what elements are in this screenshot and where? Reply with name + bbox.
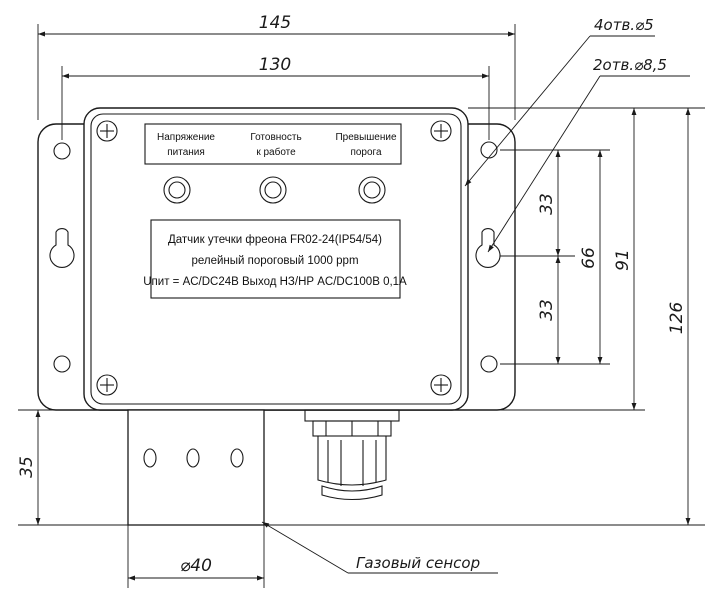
indicator-label-ready-2: к работе: [256, 146, 296, 158]
cable-gland: [304, 409, 400, 501]
led-ready: [259, 176, 287, 204]
leader-small-holes: [464, 35, 591, 187]
mount-hole-top-left: [53, 142, 71, 160]
dim-text-33-lower: 33: [537, 299, 557, 321]
housing-lid: [90, 113, 462, 405]
callout-large-holes: 2отв.⌀8,5: [593, 56, 667, 74]
nameplate-line-3: Uпит = AC/DC24B Выход НЗ/НР AC/DC100B 0,…: [143, 276, 407, 288]
dim-text-33-upper: 33: [537, 193, 557, 215]
sensor-vent-3: [230, 448, 244, 468]
screw-top-left: [96, 120, 118, 142]
indicator-label-power-2: питания: [167, 147, 205, 158]
dim-text-130: 130: [259, 55, 291, 75]
sensor-vent-2: [186, 448, 200, 468]
keyhole-slot-right: [475, 228, 501, 268]
dim-text-35: 35: [17, 456, 37, 478]
sensor-vent-1: [143, 448, 157, 468]
screw-top-right: [430, 120, 452, 142]
callout-small-holes: 4отв.⌀5: [594, 16, 654, 34]
dim-text-145: 145: [259, 13, 291, 33]
indicator-label-ready-1: Готовность: [250, 132, 301, 143]
led-power: [163, 176, 191, 204]
indicator-label-threshold-2: порога: [350, 147, 382, 158]
keyhole-slot-left: [49, 228, 75, 268]
callout-gas-sensor: Газовый сенсор: [356, 554, 480, 572]
dim-text-91: 91: [613, 249, 633, 271]
led-threshold: [358, 176, 386, 204]
indicator-label-power-1: Напряжение: [157, 132, 215, 143]
mount-hole-bottom-right: [480, 355, 498, 373]
screw-bottom-left: [96, 374, 118, 396]
mount-hole-bottom-left: [53, 355, 71, 373]
nameplate-line-2: релейный пороговый 1000 ppm: [191, 255, 358, 267]
indicator-label-threshold-1: Превышение: [335, 132, 397, 143]
dim-text-126: 126: [667, 302, 687, 335]
screw-bottom-right: [430, 374, 452, 396]
leader-gas-sensor: [261, 521, 349, 574]
indicator-label-frame: [144, 123, 402, 165]
leader-large-holes: [487, 75, 601, 253]
gas-sensor-body: [127, 409, 265, 526]
nameplate-line-1: Датчик утечки фреона FR02-24(IP54/54): [168, 234, 382, 246]
dim-text-66: 66: [579, 247, 599, 269]
mount-hole-top-right: [480, 141, 498, 159]
nameplate-frame: [150, 219, 401, 299]
dim-text-40: ⌀40: [180, 556, 212, 576]
